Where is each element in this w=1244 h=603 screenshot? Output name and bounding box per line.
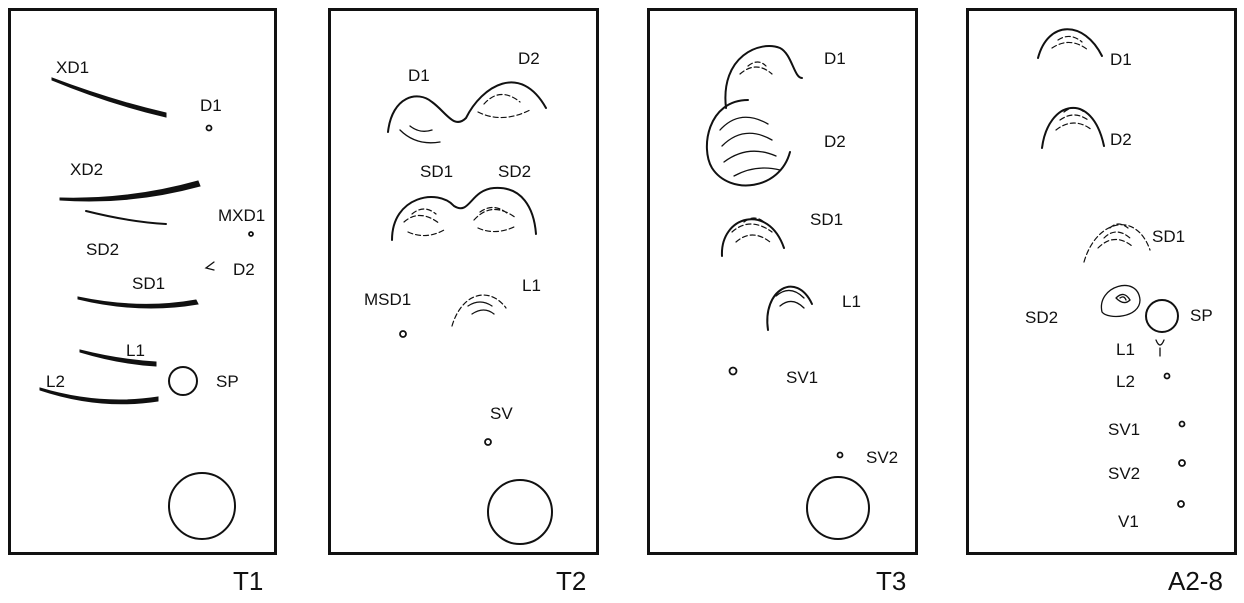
panel-a2-8 xyxy=(966,8,1237,555)
t2-d1-lines xyxy=(399,125,441,144)
label-t1-sd2: SD2 xyxy=(86,240,120,259)
a28-sd1-lines xyxy=(1097,223,1133,249)
t2-sd-outline xyxy=(391,186,537,241)
label-a28-l1: L1 xyxy=(1116,340,1135,359)
t2-sd2-lines xyxy=(473,206,517,233)
label-t2-sd1: SD1 xyxy=(420,162,454,181)
t2-drawings xyxy=(387,81,553,545)
label-t1-sd1: SD1 xyxy=(132,274,166,293)
a28-l1-mark xyxy=(1155,339,1165,357)
label-t1-l1: L1 xyxy=(126,341,145,360)
label-t2-d2: D2 xyxy=(518,49,540,68)
label-t3-sd1: SD1 xyxy=(810,210,844,229)
a28-d1-outline xyxy=(1037,28,1103,59)
label-a28-d2: D2 xyxy=(1110,130,1132,149)
label-t1-l2: L2 xyxy=(46,372,65,391)
label-t2-d1: D1 xyxy=(408,66,430,85)
t1-sp-circle xyxy=(168,366,198,396)
label-t3-sv2: SV2 xyxy=(866,448,899,467)
a28-sp-circle xyxy=(1145,299,1179,333)
panel-t1 xyxy=(8,8,277,555)
panel-t2 xyxy=(328,8,599,555)
a28-v1-dot xyxy=(1177,500,1185,508)
a28-sv2-dot xyxy=(1178,459,1186,467)
t3-large-circle xyxy=(806,476,870,540)
label-t1-xd1: XD1 xyxy=(56,58,90,77)
a28-sd2-core xyxy=(1115,293,1131,304)
t3-d2-lines xyxy=(719,116,781,177)
label-t3-l1: L1 xyxy=(842,292,861,311)
label-t3-d2: D2 xyxy=(824,132,846,151)
a28-sv1-dot xyxy=(1178,420,1186,428)
t2-sd1-lines xyxy=(403,208,445,237)
a28-d2-lines xyxy=(1055,107,1093,131)
t3-drawings xyxy=(705,45,870,540)
t1-large-circle xyxy=(168,472,236,540)
t2-l1-outline xyxy=(451,294,507,327)
t3-d1-outline xyxy=(724,45,803,109)
t1-d1-dot xyxy=(205,124,213,132)
t2-l1-lines xyxy=(467,301,495,315)
a28-sd1-outline xyxy=(1083,224,1151,263)
a28-d2-outline xyxy=(1041,106,1105,149)
t2-msd1-dot xyxy=(399,330,407,338)
label-t1-d1: D1 xyxy=(200,96,222,115)
t3-l1-outline xyxy=(766,285,813,331)
label-a28-sp: SP xyxy=(1190,306,1213,325)
a28-d1-lines xyxy=(1051,35,1089,51)
t1-l2-fiber xyxy=(39,387,159,405)
label-t1-xd2: XD2 xyxy=(70,160,104,179)
t1-mid-fiber xyxy=(85,210,167,225)
label-t3-d1: D1 xyxy=(824,49,846,68)
label-a28-l2: L2 xyxy=(1116,372,1135,391)
t2-large-circle xyxy=(487,479,553,545)
a28-l2-dot xyxy=(1163,372,1171,380)
label-t2-msd1: MSD1 xyxy=(364,290,412,309)
label-t1-d2: D2 xyxy=(233,260,255,279)
label-a28-sv2: SV2 xyxy=(1108,464,1141,483)
panel-label-t3: T3 xyxy=(876,566,907,596)
t2-d1-d2-outline xyxy=(387,81,547,133)
label-a28-sd1: SD1 xyxy=(1152,227,1186,246)
t3-l1-lines xyxy=(775,289,805,309)
label-a28-sv1: SV1 xyxy=(1108,420,1141,439)
label-t2-sv: SV xyxy=(490,404,513,423)
panel-t3 xyxy=(647,8,918,555)
t1-sd1-fiber xyxy=(77,296,199,309)
panel-label-t1: T1 xyxy=(233,566,264,596)
t2-sv-dot xyxy=(484,438,492,446)
a28-sd2-outline xyxy=(1100,284,1141,318)
panel-label-t2: T2 xyxy=(556,566,587,596)
label-t3-sv1: SV1 xyxy=(786,368,819,387)
t3-sv2-dot xyxy=(836,451,844,459)
t1-drawings xyxy=(39,77,254,540)
label-t2-sd2: SD2 xyxy=(498,162,532,181)
t3-sd1-lines xyxy=(731,217,773,243)
label-t1-sp: SP xyxy=(216,372,239,391)
t1-mxd1-dot xyxy=(248,231,254,237)
t1-l1-fiber xyxy=(79,349,157,367)
t3-sv1-dot xyxy=(728,366,738,376)
panel-label-a2-8: A2-8 xyxy=(1168,566,1223,596)
label-a28-v1: V1 xyxy=(1118,512,1139,531)
t3-d2-outline xyxy=(705,99,791,187)
label-t2-l1: L1 xyxy=(522,276,541,295)
label-t1-mxd1: MXD1 xyxy=(218,206,266,225)
t1-d2-mark xyxy=(204,261,215,271)
label-a28-sd2: SD2 xyxy=(1025,308,1059,327)
a28-drawings xyxy=(1037,28,1186,508)
t2-d2-lines xyxy=(477,93,531,119)
t1-xd2-fiber xyxy=(59,180,201,202)
t3-d1-lines xyxy=(739,61,773,75)
t1-xd1-fiber xyxy=(51,77,167,118)
label-a28-d1: D1 xyxy=(1110,50,1132,69)
t3-sd1-outline xyxy=(720,218,785,257)
